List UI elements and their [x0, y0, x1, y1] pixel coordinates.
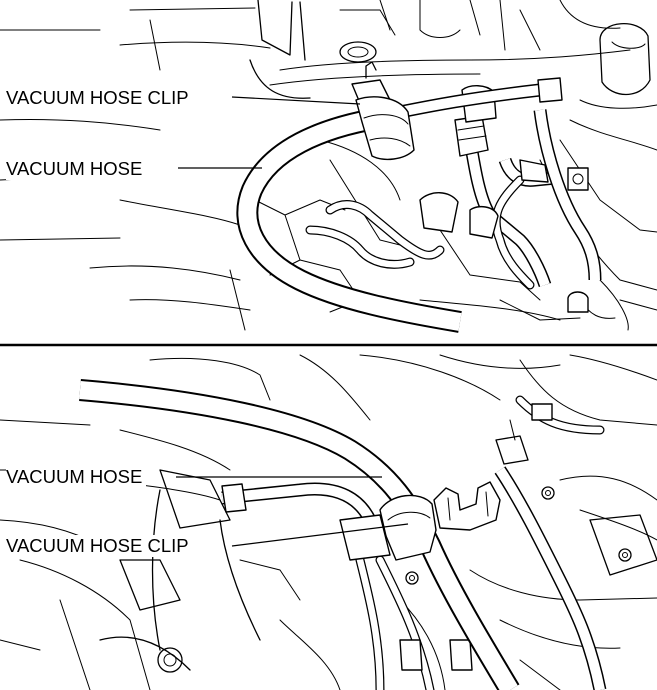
top-clip-leader — [231, 96, 361, 105]
top-hose-label: VACUUM HOSE — [6, 158, 147, 180]
bottom-clip-leader — [231, 523, 409, 547]
top-vacuum-hose-clip — [351, 61, 415, 161]
bottom-panel — [0, 354, 657, 690]
bottom-clip-label: VACUUM HOSE CLIP — [6, 535, 193, 557]
bottom-secondary-hoses — [221, 395, 607, 690]
bottom-vacuum-hose-clip — [379, 481, 501, 561]
top-clip-label: VACUUM HOSE CLIP — [6, 87, 193, 109]
top-panel — [0, 0, 657, 333]
top-vacuum-hose — [236, 77, 563, 333]
bottom-engine-background — [0, 354, 657, 690]
bottom-vacuum-hose — [79, 379, 520, 690]
bottom-hose-label: VACUUM HOSE — [6, 466, 147, 488]
